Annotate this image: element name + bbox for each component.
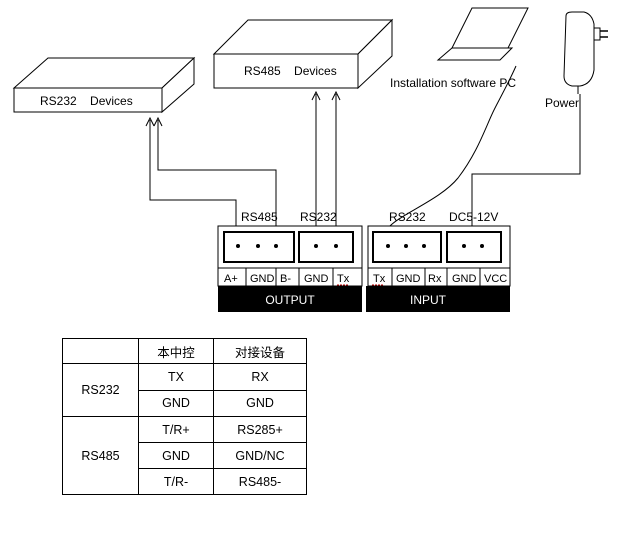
table-cell: GND [138,389,214,417]
pc-label: Installation software PC [390,76,516,90]
power-label: Power [545,96,579,110]
output-bar-label: OUTPUT [265,293,315,307]
pin-mapping-table: 本中控 对接设备 RS232 TX RX GND GND RS485 T/R+ … [62,338,307,495]
rs485-device-box: RS485 Devices [212,18,394,90]
output-pin-label: GND [250,273,275,285]
rs485-device-label: RS485 Devices [244,64,337,78]
rs232-device-box: RS232 Devices [12,56,196,114]
table-cell: T/R- [138,468,214,495]
power-adapter-icon [563,11,608,94]
input-pin-label: GND [396,273,421,285]
table-header-row: 本中控 对接设备 [62,338,307,364]
output-pin-label: B- [280,273,291,285]
pc-cable [387,65,517,244]
power-cable [471,94,581,244]
output-pin-label: GND [304,273,329,285]
output-pin-label: Tx [337,273,350,285]
input-bar-label: INPUT [410,293,447,307]
output-pin-label: A+ [224,273,238,285]
output-rs232-label: RS232 [300,210,337,224]
input-connector-block: RS232 DC5-12V Tx GND Rx GND VCC INPUT [366,210,511,312]
table-cell: TX [138,363,214,391]
table-cell: RX [213,363,307,391]
table-header-cell [62,338,139,364]
rs485-wires [145,116,277,245]
table-header-cell: 本中控 [138,338,214,364]
input-pin-label: GND [452,273,477,285]
table-group-cell: RS232 [62,363,139,417]
rs232-output-wires [311,90,341,245]
output-rs485-label: RS485 [241,210,278,224]
table-cell: T/R+ [138,416,214,443]
table-row: T/R- RS485- [63,468,307,495]
table-cell: RS485- [213,468,307,495]
table-row: RS232 TX RX [62,363,307,417]
laptop-icon [436,7,529,61]
table-header-cell: 对接设备 [213,338,307,364]
input-pin-label: Rx [428,273,442,285]
table-group-cell: RS485 [62,416,139,495]
input-rs232-label: RS232 [389,210,426,224]
table-row: GND GND [63,389,307,417]
table-row: RS485 T/R+ RS285+ [62,416,307,495]
table-cell: GND [213,389,307,417]
table-cell: GND/NC [213,442,307,469]
table-cell: RS285+ [213,416,307,443]
output-connector-block: RS485 RS232 A+ GND B- GND Tx OUTPUT [217,210,363,312]
input-dc-label: DC5-12V [449,210,498,224]
table-cell: GND [138,442,214,469]
input-pin-label: Tx [373,273,386,285]
rs232-device-label: RS232 Devices [40,94,133,108]
input-pin-label: VCC [484,273,507,285]
